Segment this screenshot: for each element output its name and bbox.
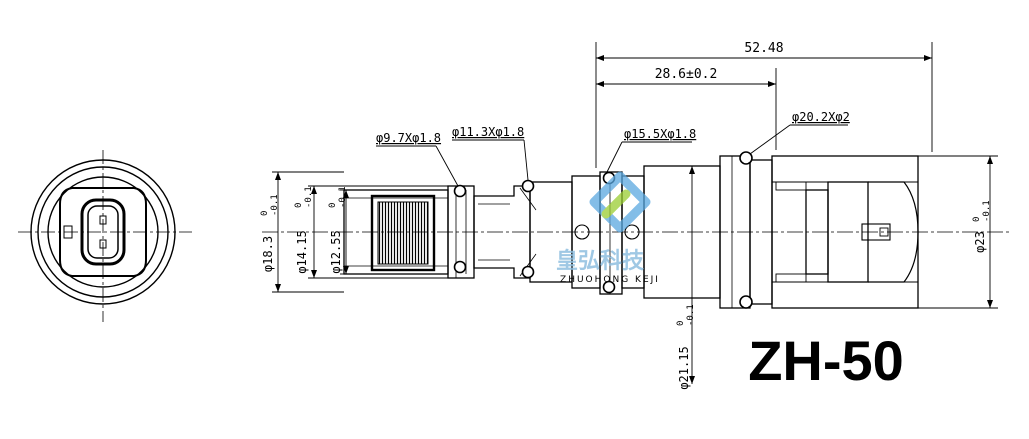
dim-dia-21: φ21.15 0 -0.1 (676, 304, 696, 389)
o-ring-1-top (453, 184, 467, 198)
o-ring-4-bottom (739, 295, 753, 309)
dim-dia-23-lower: -0.1 (982, 200, 992, 222)
dim-dia-23: φ23 0 -0.1 (972, 200, 992, 253)
dim-dia-14-upper: 0 (294, 203, 304, 208)
o-ring-3-bottom (602, 280, 616, 294)
o-rings (453, 151, 753, 309)
dim-dia-14-lower: -0.1 (304, 186, 314, 208)
dim-dia-12-lower: -0.1 (338, 186, 348, 208)
o-ring-4-top (739, 151, 753, 165)
o-ring-2-top (521, 179, 535, 193)
o-ring-leaders (376, 124, 848, 187)
dim-dia-14-base: φ14.15 (295, 230, 309, 273)
dim-dia-18-lower: -0.1 (270, 194, 280, 216)
model-label: ZH-50 (748, 329, 904, 392)
dim-overall-length: 52.48 (744, 41, 783, 56)
dim-dia-12: φ12.55 0 -0.1 (328, 186, 348, 273)
dim-dia-18-upper: 0 (260, 211, 270, 216)
diameter-dimension-lines (272, 155, 998, 384)
oring-3-label: φ15.5Xφ1.8 (624, 127, 696, 141)
dim-dia-14: φ14.15 0 -0.1 (294, 186, 314, 273)
oring-1-label: φ9.7Xφ1.8 (376, 131, 441, 145)
oring-2-label: φ11.3Xφ1.8 (452, 125, 524, 139)
dim-dia-12-upper: 0 (328, 203, 338, 208)
dim-dia-21-lower: -0.1 (686, 304, 696, 326)
dim-partial-length: 28.6±0.2 (655, 67, 718, 82)
watermark-logo-icon (589, 171, 651, 233)
dim-dia-21-base: φ21.15 (677, 346, 691, 389)
end-view (18, 150, 192, 322)
dim-dia-23-upper: 0 (972, 217, 982, 222)
length-dimensions (595, 42, 933, 168)
dim-dia-23-base: φ23 (973, 231, 987, 253)
dim-dia-18-base: φ18.3 (261, 236, 275, 272)
watermark-brand-cn: 皇弘科技 (556, 248, 645, 274)
watermark: 皇弘科技 ZHUOHONG KEJI (556, 171, 660, 285)
oring-4-label: φ20.2Xφ2 (792, 110, 850, 124)
dim-dia-21-upper: 0 (676, 321, 686, 326)
dim-dia-12-base: φ12.55 (329, 230, 343, 273)
valve-body (262, 155, 1012, 309)
watermark-brand-en: ZHUOHONG KEJI (560, 275, 660, 285)
o-ring-2-bottom (521, 265, 535, 279)
dim-dia-18: φ18.3 0 -0.1 (260, 194, 280, 272)
o-ring-1-bottom (453, 260, 467, 274)
